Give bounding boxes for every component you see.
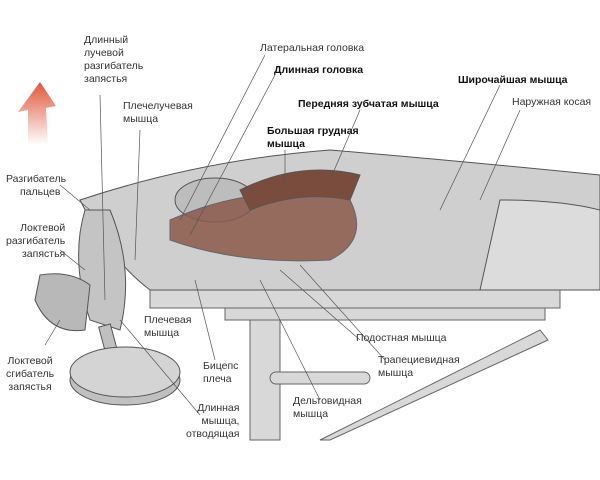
label-line: пальцев xyxy=(20,186,61,198)
dumbbell xyxy=(69,323,181,406)
body-figure xyxy=(34,149,600,332)
label-line: разгибатель xyxy=(6,235,66,247)
label-line: Локтевой xyxy=(7,355,53,367)
label-extensor-carpi-ulnaris: Локтевой разгибатель запястья xyxy=(6,222,65,261)
label-line: Локтевой xyxy=(20,222,66,234)
label-line: сгибатель xyxy=(6,368,55,380)
label-deltoid: Дельтовидная мышца xyxy=(293,395,362,421)
label-line: отводящая xyxy=(186,428,240,440)
label-lateral-head: Латеральная головка xyxy=(260,42,365,54)
label-line: Длинная xyxy=(197,402,240,414)
label-trapezius: Трапециевидная мышца xyxy=(378,354,460,380)
label-pectoralis-major: Большая грудная мышца xyxy=(267,125,359,151)
label-line: мышца xyxy=(123,113,159,125)
label-line: мышца xyxy=(267,138,305,150)
label-line: мышца, xyxy=(201,415,240,427)
label-line: Плечевая xyxy=(144,314,192,326)
direction-arrow-icon xyxy=(18,82,56,145)
label-line: Трапециевидная xyxy=(378,354,460,366)
label-line: разгибатель xyxy=(84,60,144,72)
label-long-head: Длинная головка xyxy=(274,64,364,76)
label-infraspinatus: Подостная мышца xyxy=(356,332,447,344)
bench xyxy=(149,289,561,441)
label-serratus-anterior: Передняя зубчатая мышца xyxy=(298,98,439,110)
label-line: запястья xyxy=(21,248,66,260)
label-brachialis: Плечевая мышца xyxy=(144,314,191,340)
label-flexor-carpi-ulnaris: Локтевой сгибатель запястья xyxy=(6,355,54,394)
label-line: запястья xyxy=(8,381,52,393)
label-external-oblique: Наружная косая xyxy=(512,96,592,108)
label-line: плеча xyxy=(203,373,232,385)
label-abductor-longus: Длинная мышца, отводящая xyxy=(186,402,239,441)
label-line: Дельтовидная xyxy=(293,395,362,407)
label-line: мышца xyxy=(293,408,329,420)
label-line: Плечелучевая xyxy=(123,100,193,112)
label-line: лучевой xyxy=(84,47,124,59)
leader-lines xyxy=(44,54,521,416)
label-brachioradialis: Плечелучевая мышца xyxy=(123,100,193,126)
label-line: Длинный xyxy=(84,34,129,46)
label-line: Бицепс xyxy=(203,360,239,372)
label-biceps: Бицепс плеча xyxy=(203,360,238,386)
label-extensor-carpi-radialis-longus: Длинный лучевой разгибатель запястья xyxy=(84,34,143,86)
label-line: Большая грудная xyxy=(267,125,359,137)
label-line: Разгибатель xyxy=(6,173,67,185)
label-line: мышца xyxy=(144,327,180,339)
label-line: запястья xyxy=(84,73,128,85)
label-line: мышца xyxy=(378,367,414,379)
label-latissimus-dorsi: Широчайшая мышца xyxy=(458,74,568,86)
label-extensor-digitorum: Разгибатель пальцев xyxy=(6,173,66,199)
